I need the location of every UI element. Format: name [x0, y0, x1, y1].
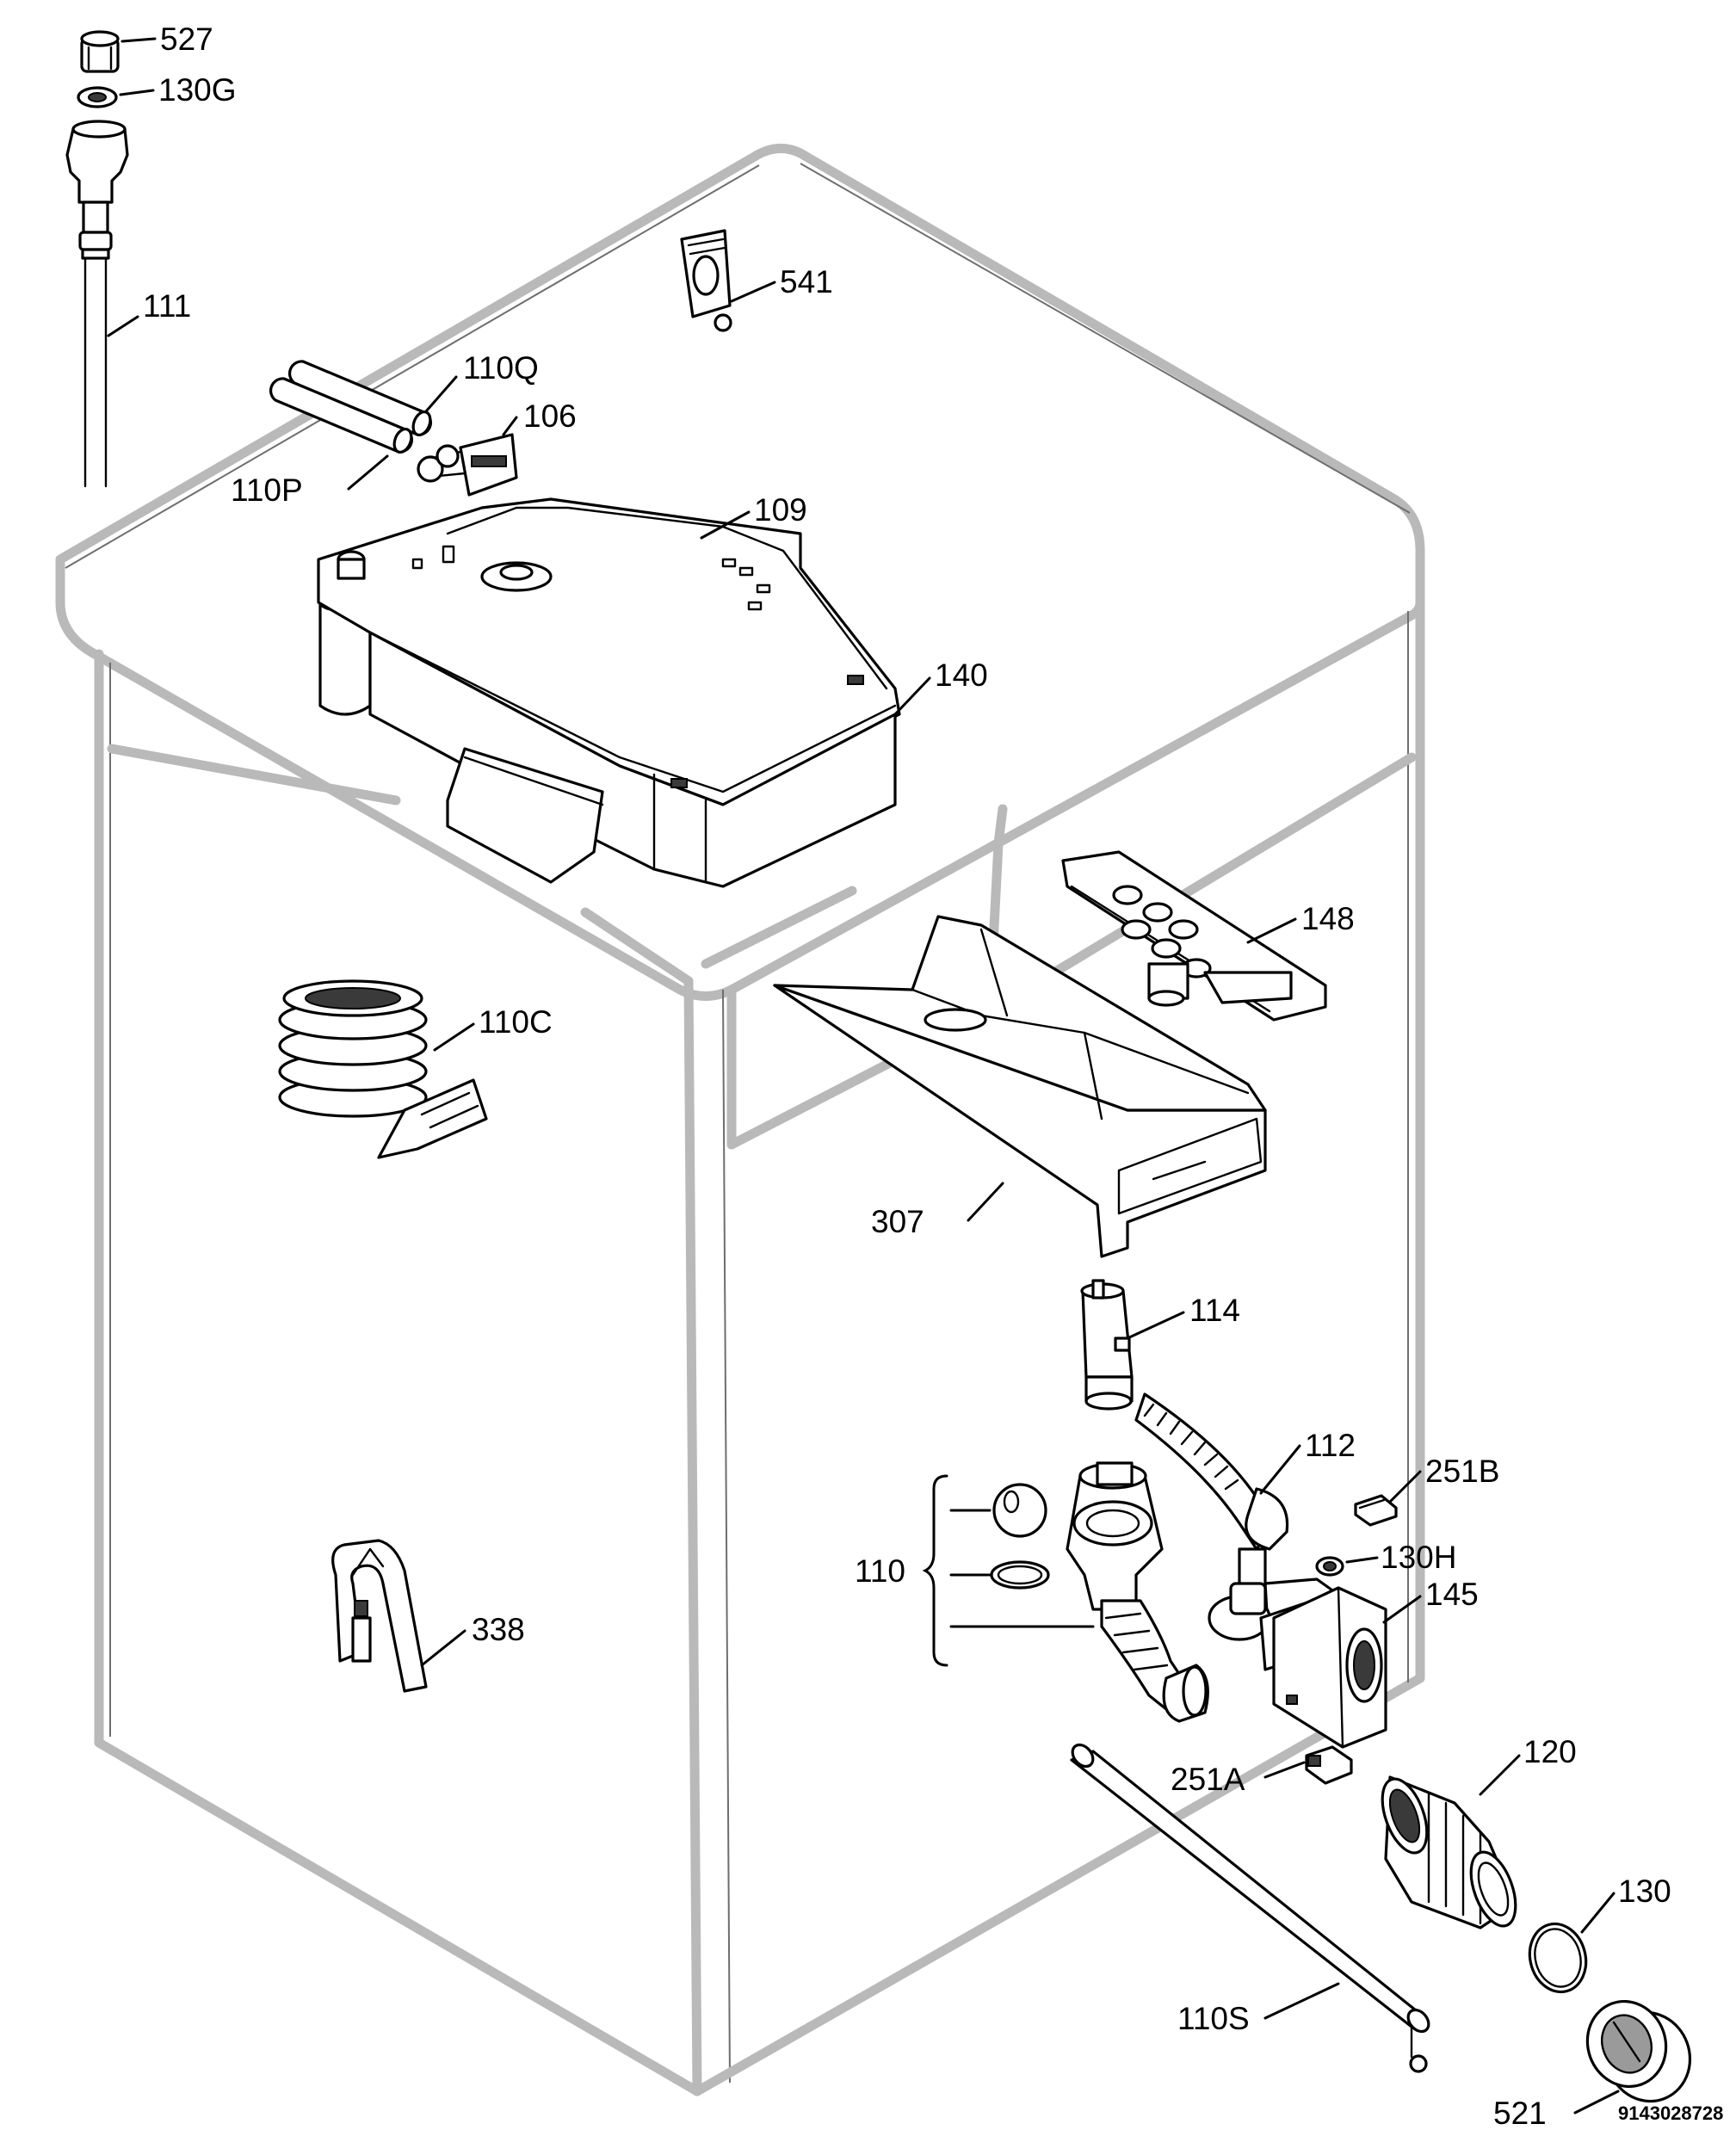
label-110q: 110Q [463, 350, 539, 386]
washer-130g-drawing [77, 86, 118, 108]
label-251a: 251A [1171, 1762, 1245, 1797]
fitting-527-drawing [80, 30, 120, 73]
label-106: 106 [523, 398, 577, 434]
siphon-110-drawing [990, 1461, 1209, 1723]
bracket-110 [922, 1474, 948, 1667]
dispenser-housing-109-140-drawing [317, 497, 901, 888]
label-130h: 130H [1381, 1540, 1456, 1575]
label-521: 521 [1493, 2096, 1547, 2130]
part-labels: 527 130G 111 541 110Q 106 110P 109 140 1… [143, 22, 1723, 2130]
label-148: 148 [1301, 901, 1355, 936]
label-527: 527 [160, 22, 213, 57]
label-114: 114 [1189, 1293, 1240, 1328]
label-112: 112 [1305, 1428, 1356, 1463]
label-130: 130 [1618, 1874, 1671, 1909]
cap-521-drawing [1585, 1999, 1692, 2103]
label-120: 120 [1523, 1734, 1577, 1769]
label-110s: 110S [1177, 2001, 1250, 2036]
label-111: 111 [143, 288, 191, 324]
label-110p: 110P [231, 472, 303, 508]
label-251b: 251B [1425, 1454, 1499, 1489]
label-130g: 130G [158, 72, 237, 108]
leader-lines [107, 37, 1620, 2115]
seal-130-drawing [1528, 1922, 1588, 1994]
bracket-338-drawing [331, 1539, 428, 1693]
cabinet-outline [55, 144, 1425, 2096]
inlet-hose-111-drawing [65, 120, 129, 488]
label-110c: 110C [479, 1004, 553, 1040]
pump-145-drawing [1208, 1577, 1387, 1749]
clip-541-drawing [680, 229, 732, 332]
label-338: 338 [472, 1612, 525, 1647]
label-109: 109 [754, 492, 807, 528]
clip-251b-drawing [1354, 1494, 1398, 1527]
document-number: 9143028728 [1618, 2102, 1723, 2124]
vent-114-drawing [1080, 1279, 1134, 1411]
label-140: 140 [935, 658, 988, 693]
hoses-110q-110p-drawing [269, 360, 433, 454]
label-541: 541 [780, 264, 833, 299]
clip-251a-drawing [1305, 1745, 1353, 1785]
grommet-130h-drawing [1315, 1556, 1344, 1577]
drawer-307-drawing [773, 915, 1267, 1258]
label-307: 307 [871, 1204, 924, 1239]
rod-110s-drawing [1070, 1743, 1430, 2073]
filter-120-drawing [1381, 1775, 1517, 1929]
label-110: 110 [855, 1553, 905, 1589]
label-145: 145 [1425, 1577, 1479, 1612]
bellows-110c-drawing [278, 979, 488, 1159]
cover-148-drawing [1061, 850, 1327, 1022]
valve-106-drawing [417, 433, 518, 497]
hose-112-drawing [1134, 1392, 1289, 1594]
